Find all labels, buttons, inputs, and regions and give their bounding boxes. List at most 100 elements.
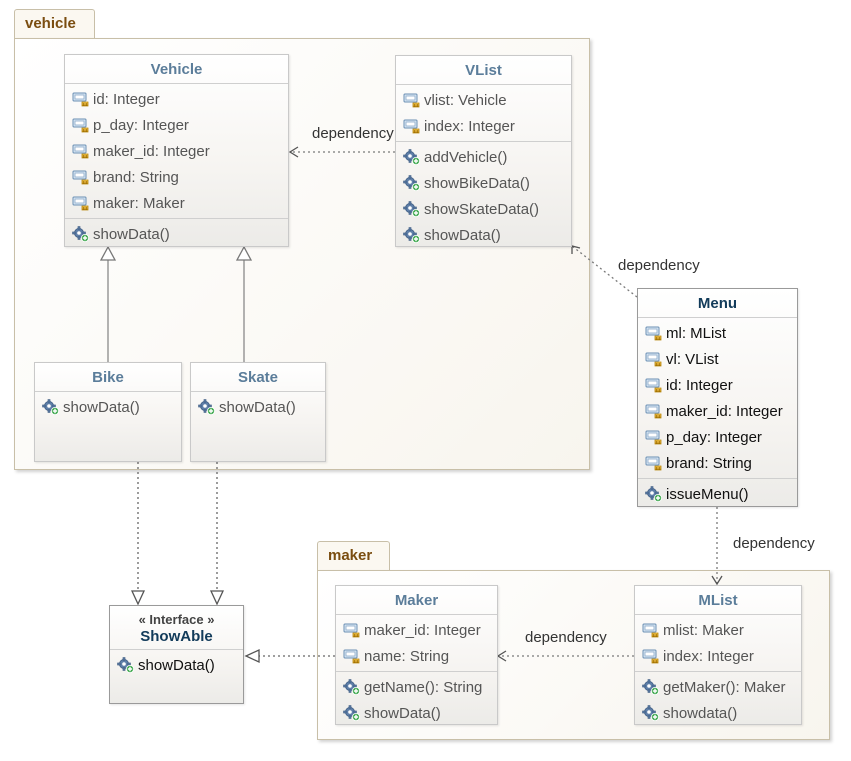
- dependency-label-menu-mlist: dependency: [733, 535, 815, 552]
- attributes-section: mlist: Maker index: Integer: [635, 614, 801, 671]
- dependency-label-mlist-maker: dependency: [525, 629, 607, 646]
- operation-row[interactable]: getMaker(): Maker: [635, 674, 801, 700]
- operation-row[interactable]: showData(): [396, 222, 571, 248]
- realization-arrowhead-maker: [244, 648, 260, 664]
- operation-row[interactable]: showData(): [191, 394, 325, 420]
- attribute-text: index: Integer: [424, 117, 515, 135]
- class-vlist[interactable]: VList vlist: Vehicle index: Integer addV…: [395, 55, 572, 247]
- attribute-row[interactable]: vl: VList: [638, 346, 797, 372]
- attribute-row[interactable]: p_day: Integer: [638, 424, 797, 450]
- stereotype-label: « Interface »: [138, 612, 215, 627]
- attribute-row[interactable]: maker: Maker: [65, 190, 288, 216]
- method-gear-icon: [642, 705, 660, 721]
- class-title-vlist: VList: [465, 62, 502, 79]
- method-gear-icon: [403, 201, 421, 217]
- operation-text: showData(): [138, 656, 215, 674]
- class-maker[interactable]: Maker maker_id: Integer name: String get…: [335, 585, 498, 725]
- operation-row[interactable]: getName(): String: [336, 674, 497, 700]
- operation-text: showData(): [219, 398, 296, 416]
- field-icon: [72, 169, 90, 185]
- attribute-row[interactable]: maker_id: Integer: [638, 398, 797, 424]
- field-icon: [645, 377, 663, 393]
- attribute-text: vlist: Vehicle: [424, 91, 507, 109]
- class-skate[interactable]: Skate showData(): [190, 362, 326, 462]
- operation-row[interactable]: showBikeData(): [396, 170, 571, 196]
- interface-showable[interactable]: « Interface » ShowAble showData(): [109, 605, 244, 704]
- operation-text: issueMenu(): [666, 485, 749, 503]
- operation-text: addVehicle(): [424, 148, 508, 166]
- operation-row[interactable]: showSkateData(): [396, 196, 571, 222]
- class-title-bike: Bike: [92, 369, 124, 386]
- attributes-section: id: Integer p_day: Integer maker_id: Int…: [65, 83, 288, 218]
- operations-section: getName(): String showData(): [336, 671, 497, 728]
- attribute-text: brand: String: [93, 168, 179, 186]
- attributes-section: maker_id: Integer name: String: [336, 614, 497, 671]
- method-gear-icon: [198, 399, 216, 415]
- attribute-row[interactable]: maker_id: Integer: [65, 138, 288, 164]
- package-tab-vehicle[interactable]: vehicle: [14, 9, 95, 39]
- attribute-row[interactable]: id: Integer: [638, 372, 797, 398]
- field-icon: [72, 143, 90, 159]
- attribute-row[interactable]: index: Integer: [635, 643, 801, 669]
- operations-section: showData(): [35, 391, 181, 422]
- attribute-row[interactable]: index: Integer: [396, 113, 571, 139]
- class-title-mlist: MList: [698, 592, 738, 609]
- attribute-text: index: Integer: [663, 647, 754, 665]
- package-label-maker: maker: [328, 547, 373, 564]
- attribute-row[interactable]: p_day: Integer: [65, 112, 288, 138]
- dependency-label-menu-vlist: dependency: [618, 257, 700, 274]
- class-title-skate: Skate: [237, 369, 279, 386]
- operation-row[interactable]: showData(): [336, 700, 497, 726]
- operations-section: showData(): [65, 218, 288, 249]
- class-menu[interactable]: Menu ml: MList vl: VList id: Integer mak…: [637, 288, 798, 507]
- operation-row[interactable]: showData(): [35, 394, 181, 420]
- class-title-menu: Menu: [697, 295, 738, 312]
- field-icon: [645, 429, 663, 445]
- attribute-text: mlist: Maker: [663, 621, 744, 639]
- operation-row[interactable]: showdata(): [635, 700, 801, 726]
- field-icon: [645, 351, 663, 367]
- attribute-text: p_day: Integer: [666, 428, 762, 446]
- field-icon: [72, 91, 90, 107]
- attribute-text: maker: Maker: [93, 194, 185, 212]
- operation-row[interactable]: addVehicle(): [396, 144, 571, 170]
- dependency-arrowhead-vehicle: [288, 146, 299, 158]
- attribute-row[interactable]: vlist: Vehicle: [396, 87, 571, 113]
- field-icon: [642, 622, 660, 638]
- attribute-row[interactable]: id: Integer: [65, 86, 288, 112]
- field-icon: [343, 622, 361, 638]
- attribute-text: maker_id: Integer: [666, 402, 783, 420]
- attribute-text: brand: String: [666, 454, 752, 472]
- attribute-row[interactable]: brand: String: [65, 164, 288, 190]
- attribute-row[interactable]: maker_id: Integer: [336, 617, 497, 643]
- method-gear-icon: [403, 149, 421, 165]
- method-gear-icon: [343, 705, 361, 721]
- attribute-row[interactable]: mlist: Maker: [635, 617, 801, 643]
- operation-row[interactable]: showData(): [65, 221, 288, 247]
- class-bike[interactable]: Bike showData(): [34, 362, 182, 462]
- operation-text: getName(): String: [364, 678, 483, 696]
- attribute-text: vl: VList: [666, 350, 719, 368]
- attribute-text: id: Integer: [666, 376, 733, 394]
- realization-arrowhead-bike: [130, 590, 146, 606]
- generalization-arrowhead-vehicle-right: [235, 245, 253, 261]
- operations-section: addVehicle() showBikeData() showSkateDat…: [396, 141, 571, 250]
- attributes-section: ml: MList vl: VList id: Integer maker_id…: [638, 317, 797, 478]
- field-icon: [403, 118, 421, 134]
- method-gear-icon: [42, 399, 60, 415]
- operation-row[interactable]: issueMenu(): [638, 481, 797, 507]
- class-vehicle[interactable]: Vehicle id: Integer p_day: Integer maker…: [64, 54, 289, 247]
- attribute-row[interactable]: brand: String: [638, 450, 797, 476]
- method-gear-icon: [645, 486, 663, 502]
- operation-text: getMaker(): Maker: [663, 678, 786, 696]
- class-mlist[interactable]: MList mlist: Maker index: Integer getMak…: [634, 585, 802, 725]
- package-tab-maker[interactable]: maker: [317, 541, 390, 571]
- dependency-arrowhead-vlist: [571, 245, 581, 254]
- field-icon: [343, 648, 361, 664]
- attribute-row[interactable]: name: String: [336, 643, 497, 669]
- operation-text: showData(): [63, 398, 140, 416]
- operation-row[interactable]: showData(): [110, 652, 243, 678]
- attribute-row[interactable]: ml: MList: [638, 320, 797, 346]
- operation-text: showSkateData(): [424, 200, 540, 218]
